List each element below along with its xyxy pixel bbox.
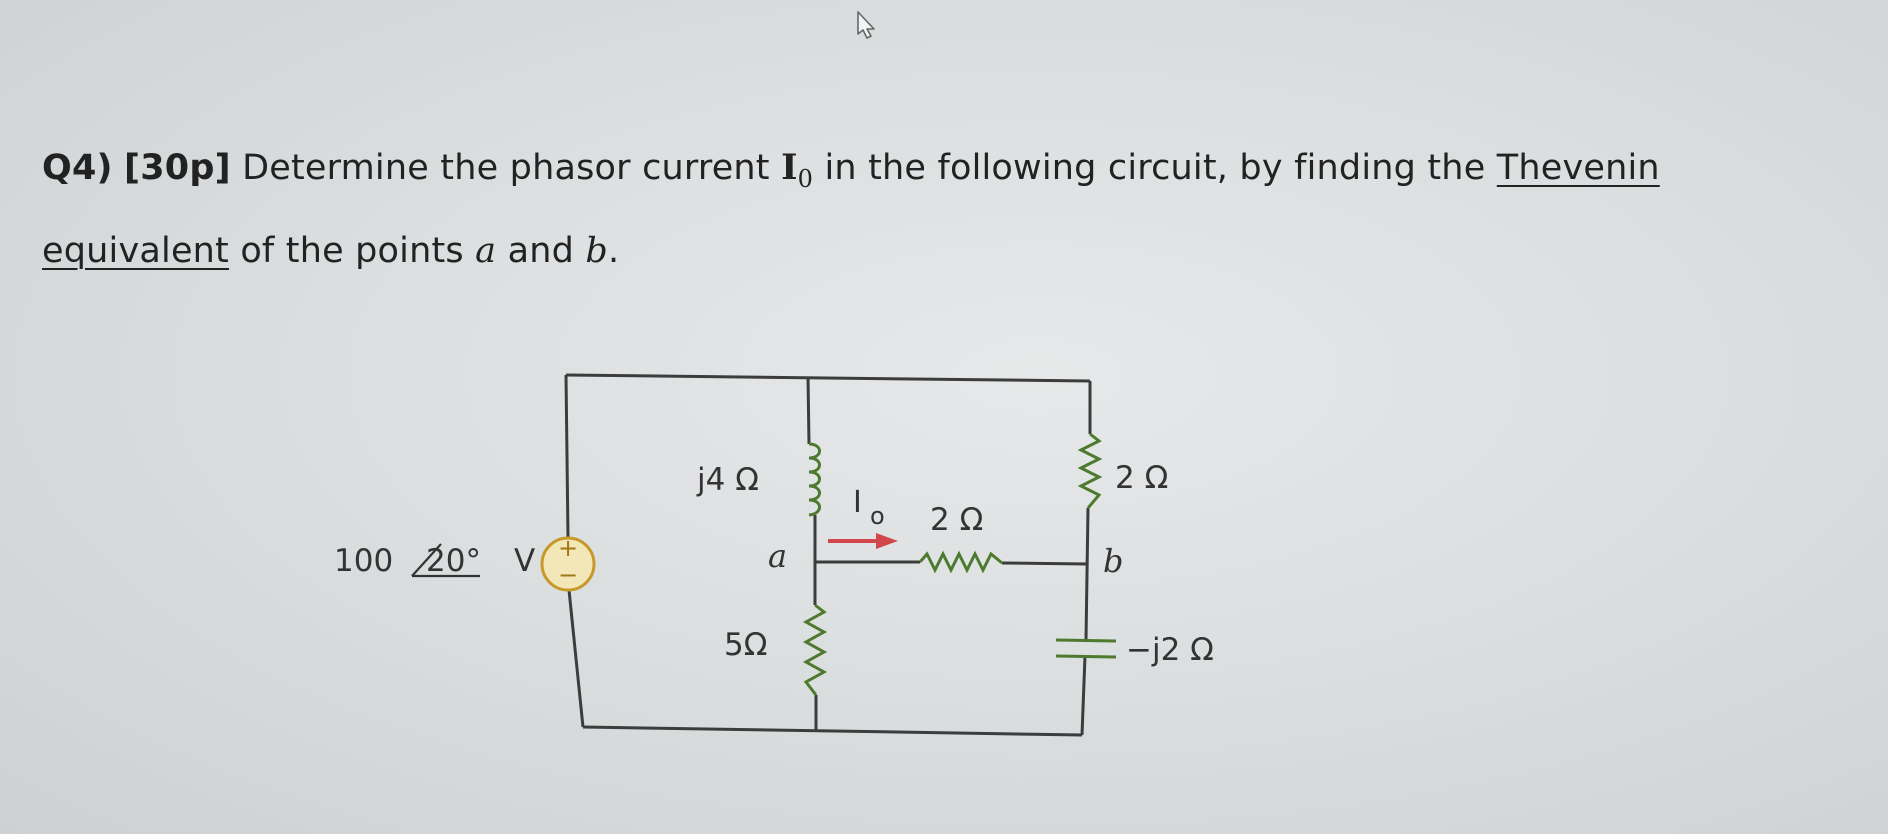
source-label: 100 20° V: [334, 543, 535, 579]
right-resistor-zigzag: [1077, 432, 1103, 509]
wire-right-mid: [1084, 507, 1090, 641]
question-text: Q4) [30p] Determine the phasor current I…: [42, 132, 1762, 287]
wire-mid-top: [806, 376, 811, 445]
wire-right-bottom: [1080, 655, 1087, 736]
right-resistor-label: 2 Ω: [1115, 460, 1168, 496]
node-b-label: b: [1103, 542, 1123, 580]
current-io-letter: I: [853, 485, 862, 520]
voltage-source-minus: −: [558, 561, 578, 589]
question-text-part-5: .: [607, 231, 620, 271]
question-text-part-3: of the points: [240, 231, 464, 271]
current-io: I o: [828, 485, 898, 549]
voltage-source-circle: [540, 536, 596, 592]
source-unit: V: [514, 543, 535, 579]
current-symbol-letter: I: [781, 147, 798, 188]
current-symbol: I0: [781, 147, 813, 193]
current-io-subscript: o: [870, 502, 885, 530]
capacitor: [1055, 638, 1117, 659]
wire-left-lower: [567, 589, 585, 728]
capacitor-plate-bottom: [1055, 654, 1117, 659]
left-resistor-zigzag: [802, 603, 828, 696]
point-a-variable: a: [475, 231, 497, 271]
wire-bottom: [582, 725, 1083, 737]
voltage-source-plus: +: [558, 534, 578, 562]
question-text-part-4: and: [507, 231, 575, 271]
equivalent-underlined: equivalent: [42, 231, 229, 271]
voltage-source: + −: [540, 534, 596, 592]
circuit-wires: [564, 373, 1092, 737]
inductor-label: j4 Ω: [696, 462, 759, 498]
wire-branch-right: [1001, 561, 1089, 566]
current-symbol-subscript: 0: [797, 165, 814, 193]
middle-resistor-label: 2 Ω: [930, 502, 983, 538]
wire-left-upper: [564, 374, 570, 539]
inductor-coil: [808, 442, 821, 517]
source-magnitude: 100: [334, 543, 393, 579]
mouse-cursor-icon: [857, 11, 875, 39]
thevenin-underlined: Thevenin: [1496, 148, 1660, 188]
inductor-coil-path: [808, 442, 821, 517]
question-text-part-1: Determine the phasor current: [242, 148, 770, 188]
wire-top: [565, 373, 1091, 383]
capacitor-label: −j2 Ω: [1126, 632, 1214, 668]
question-text-part-2: in the following circuit, by finding the: [824, 148, 1486, 188]
current-arrow-head-icon: [876, 533, 898, 549]
question-points: [30p]: [124, 148, 231, 188]
middle-resistor-zigzag: [918, 550, 1003, 574]
capacitor-plate-top: [1055, 638, 1117, 643]
node-a-label: a: [768, 537, 787, 575]
source-angle: 20°: [426, 543, 481, 579]
phasor-angle-icon: [411, 543, 480, 578]
left-resistor-label: 5Ω: [724, 627, 767, 663]
question-number: Q4): [42, 148, 113, 188]
point-b-variable: b: [585, 231, 608, 271]
